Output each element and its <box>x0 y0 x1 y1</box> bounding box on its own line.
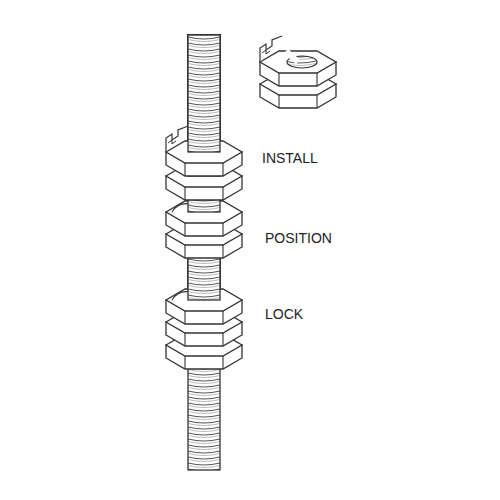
spring-tab <box>166 126 188 152</box>
step-label: LOCK <box>265 306 303 323</box>
loose-clip-nut <box>260 36 336 108</box>
step-label: INSTALL <box>262 150 318 167</box>
step-label: POSITION <box>265 230 332 247</box>
